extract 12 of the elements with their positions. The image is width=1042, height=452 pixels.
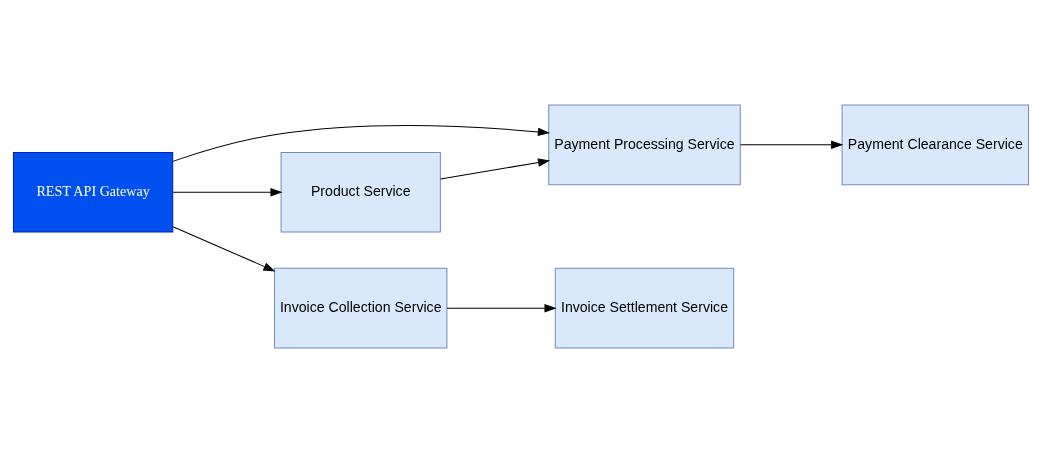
node-box: Payment Processing Service — [548, 104, 741, 185]
arrow — [172, 225, 276, 271]
node-box: Invoice Settlement Service — [554, 267, 735, 348]
arrow — [446, 303, 557, 312]
arrow — [440, 157, 551, 179]
arrow — [172, 187, 283, 196]
arrow — [739, 140, 844, 149]
node-box: Product Service — [280, 151, 441, 233]
node-box: REST API Gateway — [12, 151, 174, 233]
node-box: Invoice Collection Service — [274, 267, 448, 348]
node-box: Payment Clearance Service — [841, 104, 1030, 185]
arrow — [172, 124, 550, 162]
